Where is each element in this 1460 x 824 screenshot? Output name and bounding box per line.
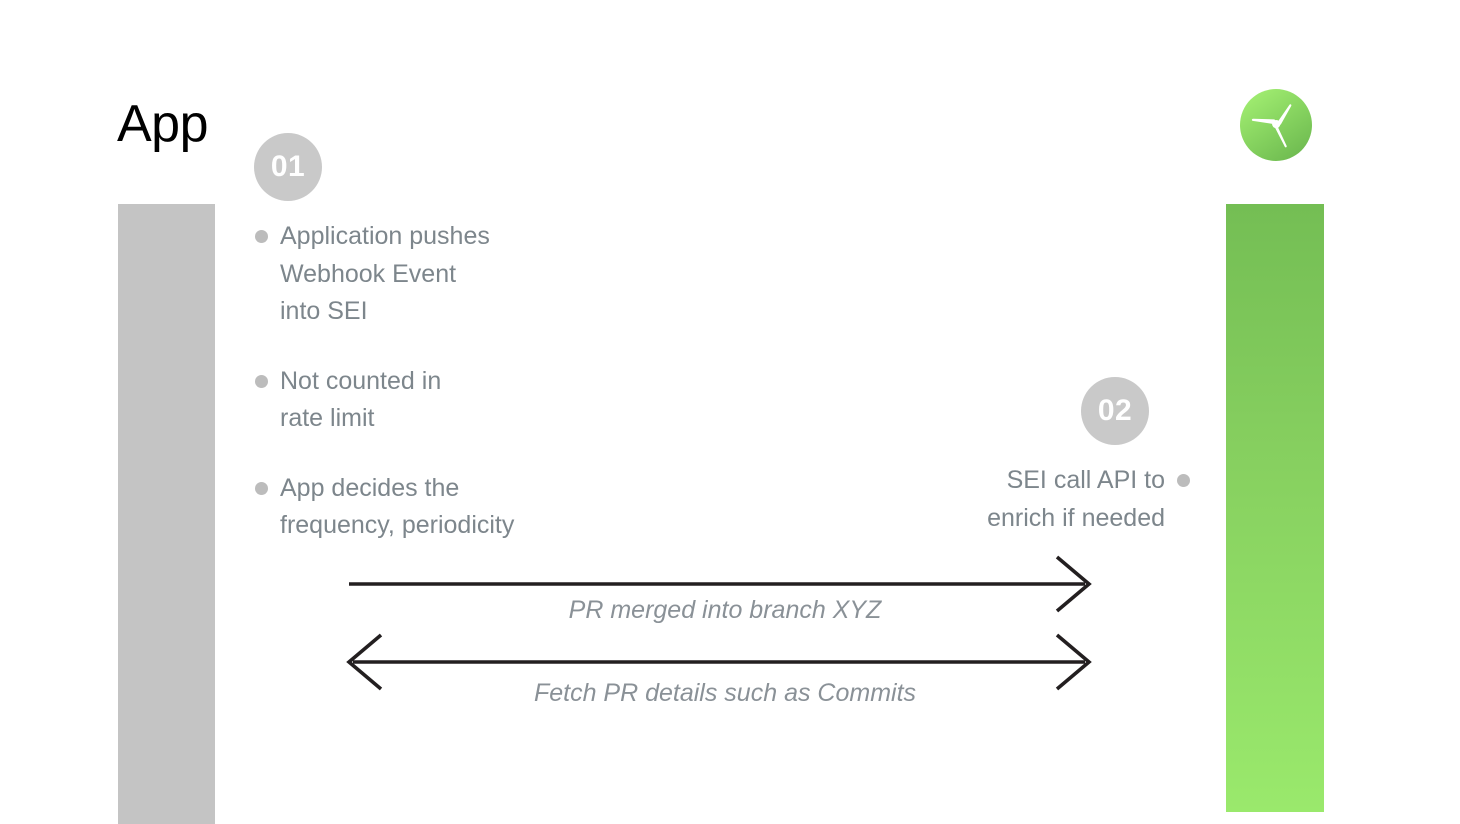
lifeline-bar-sei: [1226, 204, 1324, 812]
list-item: App decides the frequency, periodicity: [255, 470, 685, 545]
arrow-bidirectional-icon: [346, 633, 1092, 691]
bullet-text: App decides the frequency, periodicity: [280, 473, 515, 540]
step-badge-01: 01: [254, 133, 322, 201]
bullet-list-app: Application pushes Webhook Event into SE…: [255, 218, 685, 545]
list-item: Application pushes Webhook Event into SE…: [255, 218, 685, 331]
page-title: App: [117, 95, 209, 153]
step-badge-02: 02: [1081, 377, 1149, 445]
bullet-text: SEI call API to enrich if needed: [987, 466, 1165, 532]
bullet-text: Application pushes Webhook Event into SE…: [280, 222, 490, 325]
bullet-dot-icon: [255, 481, 268, 495]
bullet-dot-icon: [255, 374, 268, 388]
list-item: Not counted in rate limit: [255, 363, 685, 438]
arrow-label-fetch-pr: Fetch PR details such as Commits: [533, 679, 917, 707]
harness-propeller-logo-icon: [1239, 88, 1313, 162]
bullet-list-sei: SEI call API to enrich if needed: [830, 462, 1190, 537]
lifeline-bar-app: [118, 204, 215, 824]
bullet-dot-icon: [255, 230, 268, 243]
bullet-text: Not counted in rate limit: [280, 366, 442, 433]
list-item: SEI call API to enrich if needed: [830, 462, 1190, 537]
bullet-dot-icon: [1177, 474, 1190, 487]
sequence-arrows: [340, 555, 1110, 725]
arrow-label-pr-merged: PR merged into branch XYZ: [568, 596, 882, 624]
arrow-right-icon: [349, 555, 1092, 613]
